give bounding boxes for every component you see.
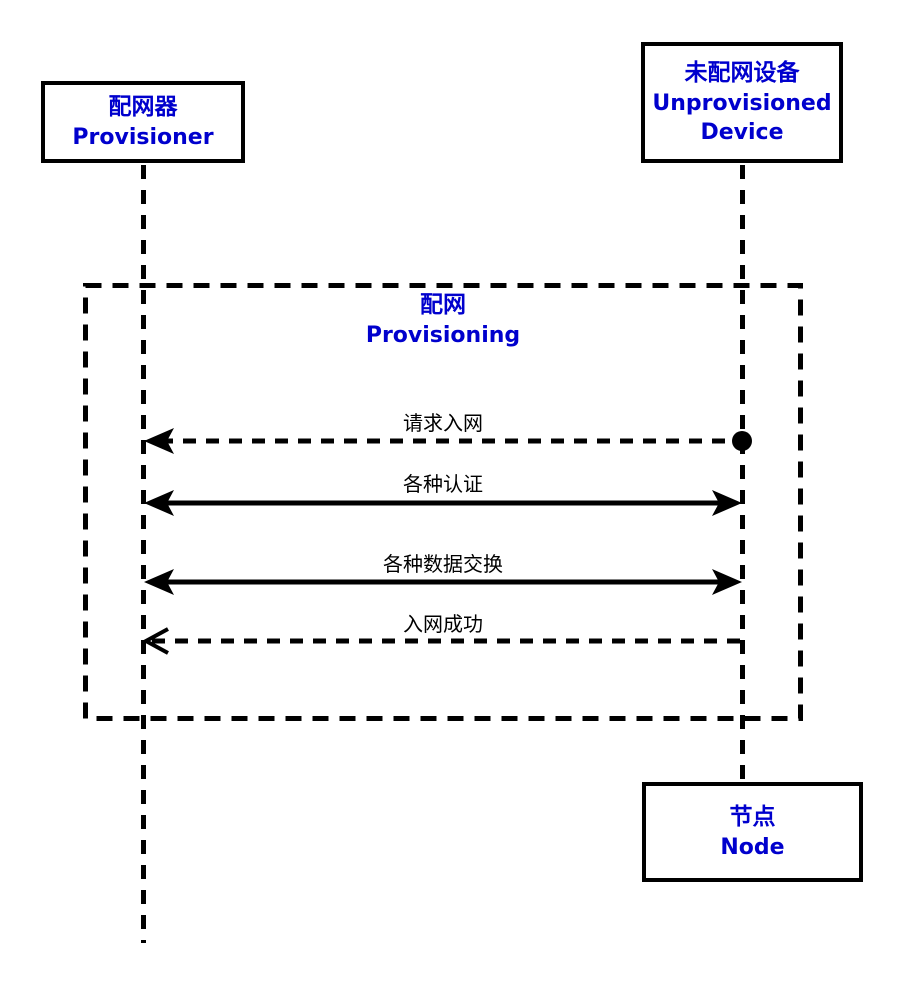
message-arrow-authentication xyxy=(144,490,742,516)
actor-box-provisioner: 配网器 Provisioner xyxy=(41,81,245,163)
provisioning-frame-title: 配网 Provisioning xyxy=(83,290,803,351)
frame-title-zh: 配网 xyxy=(420,292,466,318)
actor-label-unprovisioned-device-en: Unprovisioned Device xyxy=(652,90,832,145)
provisioning-frame-border xyxy=(83,283,803,721)
message-label-authentication: 各种认证 xyxy=(403,472,483,496)
message-arrow-join-success xyxy=(141,627,742,655)
actor-box-node: 节点 Node xyxy=(642,782,863,882)
actor-label-node-en: Node xyxy=(720,834,785,860)
message-label-request-join: 请求入网 xyxy=(403,411,483,435)
actor-label-provisioner-zh: 配网器 xyxy=(108,94,178,121)
message-label-data-exchange: 各种数据交换 xyxy=(383,552,503,576)
frame-title-en: Provisioning xyxy=(365,323,521,349)
actor-box-unprovisioned-device: 未配网设备 Unprovisioned Device xyxy=(641,42,843,163)
actor-label-unprovisioned-device-zh: 未配网设备 xyxy=(684,60,800,87)
actor-label-provisioner-en: Provisioner xyxy=(72,124,214,150)
message-label-join-success: 入网成功 xyxy=(403,612,483,636)
message-arrow-data-exchange xyxy=(144,569,742,595)
message-arrow-request-join xyxy=(144,428,752,454)
actor-label-node-zh: 节点 xyxy=(729,804,776,831)
message-source-dot xyxy=(732,431,752,451)
